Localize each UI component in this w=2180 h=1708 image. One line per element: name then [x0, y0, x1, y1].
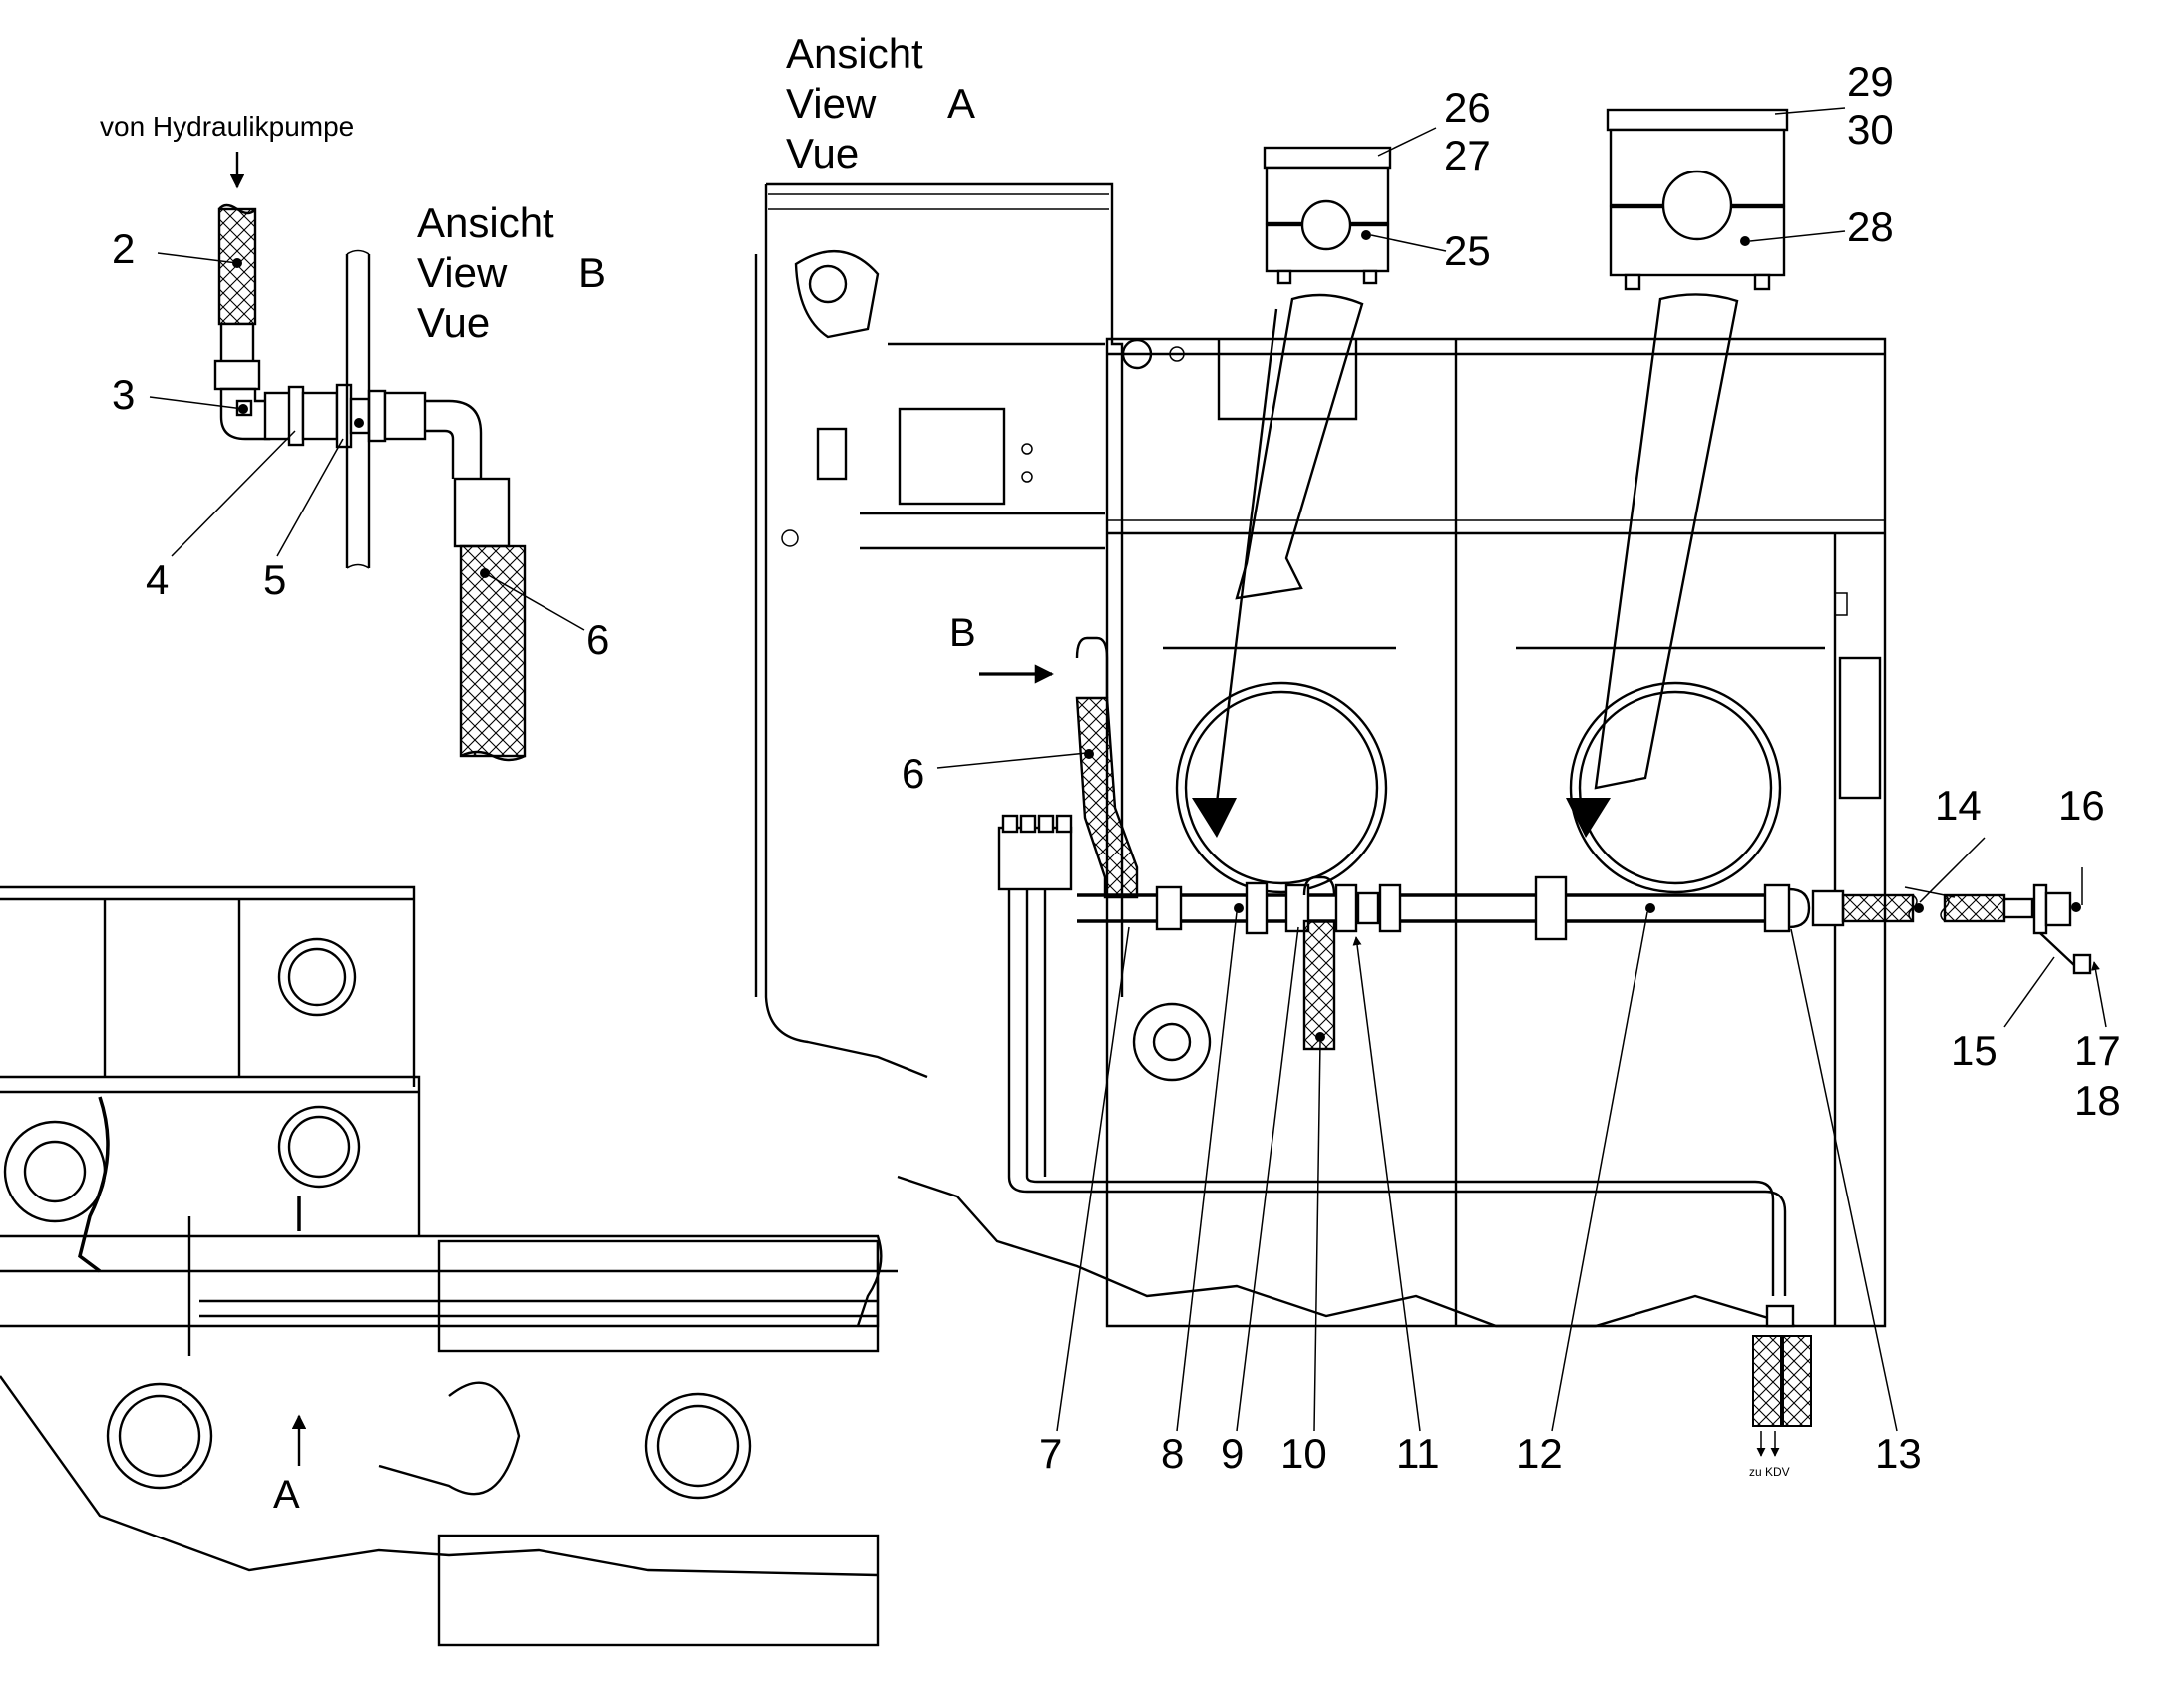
arrow-letter-a: A — [273, 1473, 300, 1517]
callout-30: 30 — [1847, 106, 1894, 153]
labels: von Hydraulikpumpe Ansicht View B Vue An… — [100, 30, 2121, 1517]
callout-15: 15 — [1951, 1027, 1998, 1074]
callout-5: 5 — [263, 556, 286, 603]
callout-27: 27 — [1444, 132, 1491, 178]
callout-29: 29 — [1847, 58, 1894, 105]
view-b-title-fr: Vue — [417, 299, 490, 346]
source-label: von Hydraulikpumpe — [100, 111, 354, 142]
view-b-detail — [149, 152, 585, 762]
callout-12: 12 — [1516, 1430, 1563, 1477]
view-a-main — [754, 182, 2107, 1457]
callout-2: 2 — [112, 225, 135, 272]
callout-4: 4 — [146, 556, 169, 603]
callout-13: 13 — [1875, 1430, 1922, 1477]
callout-8: 8 — [1161, 1430, 1184, 1477]
callout-16: 16 — [2058, 782, 2105, 829]
view-a-title-de: Ansicht — [786, 30, 923, 77]
callout-17: 17 — [2074, 1027, 2121, 1074]
view-b-title-de: Ansicht — [417, 199, 554, 246]
view-b-title-en: View — [417, 249, 508, 296]
callout-6: 6 — [586, 616, 609, 663]
callout-3: 3 — [112, 371, 135, 418]
callout-18: 18 — [2074, 1077, 2121, 1124]
arrow-letter-b: B — [949, 611, 976, 655]
callout-25: 25 — [1444, 227, 1491, 274]
callout-14: 14 — [1935, 782, 1982, 829]
callout-9: 9 — [1221, 1430, 1244, 1477]
callout-26: 26 — [1444, 84, 1491, 131]
callout-7: 7 — [1039, 1430, 1062, 1477]
overview-drawing — [0, 885, 898, 1647]
callout-28: 28 — [1847, 203, 1894, 250]
callout-6-main: 6 — [902, 750, 924, 797]
dest-label: zu KDV — [1749, 1465, 1790, 1479]
view-a-title-fr: Vue — [786, 130, 859, 176]
clamp-28-detail — [1566, 107, 1846, 838]
callout-11: 11 — [1396, 1430, 1440, 1477]
callout-10: 10 — [1280, 1430, 1327, 1477]
view-a-title-en: View — [786, 80, 877, 127]
view-b-letter: B — [578, 249, 606, 296]
view-a-letter: A — [947, 80, 975, 127]
clamp-25-detail — [1192, 127, 1447, 838]
